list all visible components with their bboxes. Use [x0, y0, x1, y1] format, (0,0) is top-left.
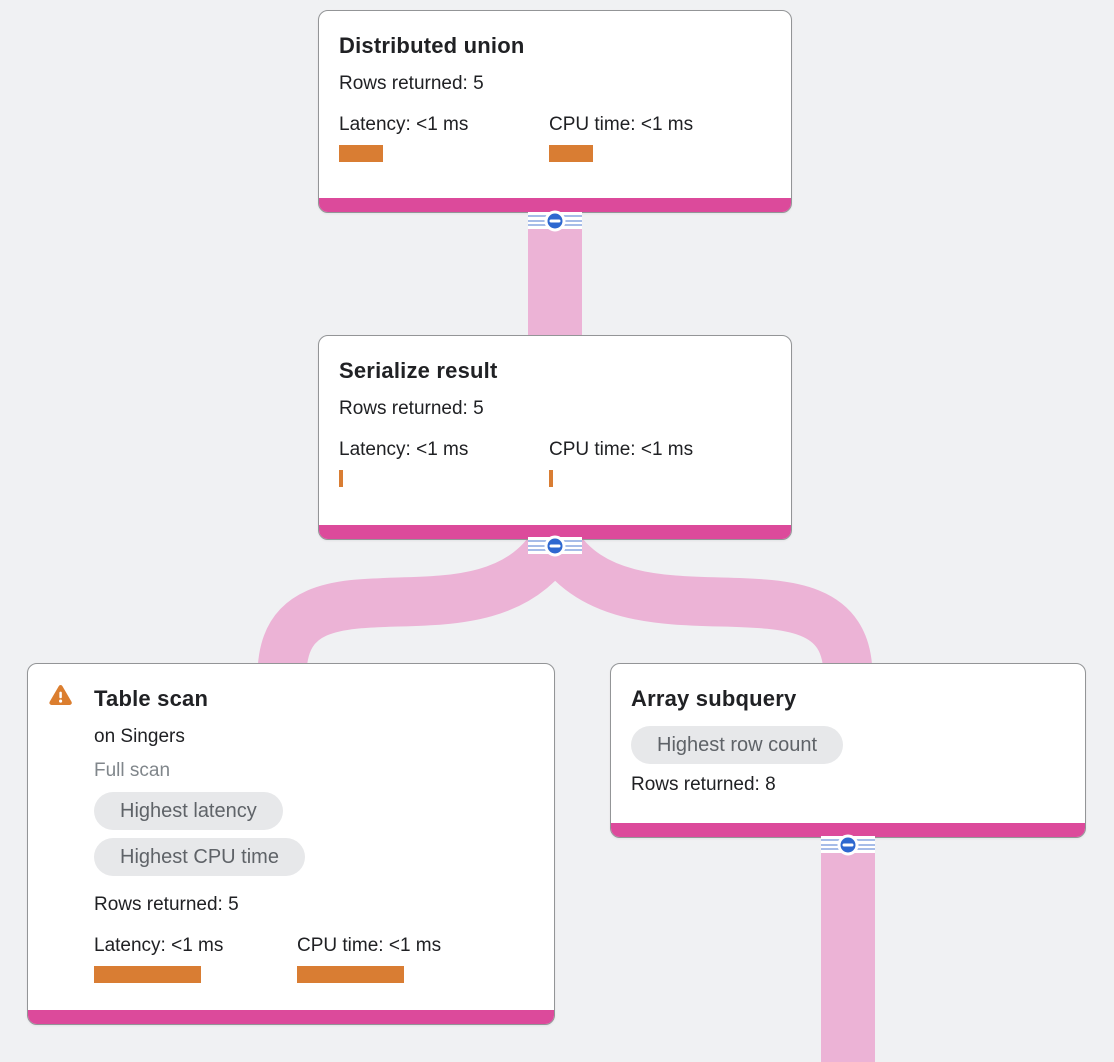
node-title: Table scan — [94, 686, 209, 711]
edge-serialize-result-to-array-subquery — [534, 527, 873, 678]
rows-returned-text: Rows returned: 5 — [94, 894, 239, 915]
rows-returned-text: Rows returned: 8 — [631, 774, 776, 795]
plan-node-array-subquery[interactable]: Array subquery Highest row count Rows re… — [610, 663, 1086, 838]
node-title: Array subquery — [631, 686, 797, 711]
latency-bar — [339, 470, 343, 487]
plan-node-table-scan[interactable]: Table scan on Singers Full scan Highest … — [27, 663, 555, 1025]
latency-label: Latency: <1 ms — [94, 935, 224, 956]
cpu-time-metric: CPU time: <1 ms — [297, 935, 500, 983]
cpu-time-bar — [549, 470, 553, 487]
collapse-minus-icon — [544, 210, 566, 231]
latency-bar — [94, 966, 201, 983]
latency-metric: Latency: <1 ms — [339, 114, 549, 162]
cpu-time-label: CPU time: <1 ms — [549, 114, 694, 135]
collapse-button-distributed-union[interactable] — [528, 210, 582, 231]
minus-glyph — [842, 843, 854, 846]
plan-node-serialize-result[interactable]: Serialize result Rows returned: 5 Latenc… — [318, 335, 792, 540]
badge-list: Highest row count — [631, 726, 1065, 774]
collapse-button-serialize-result[interactable] — [528, 535, 582, 556]
cpu-time-label: CPU time: <1 ms — [297, 935, 442, 956]
badge-highest-cpu-time: Highest CPU time — [94, 838, 305, 876]
node-title: Serialize result — [339, 358, 498, 383]
badge-list: Highest latency Highest CPU time — [94, 792, 534, 884]
cpu-time-bar — [297, 966, 404, 983]
minus-glyph — [549, 544, 561, 547]
badge-highest-latency: Highest latency — [94, 792, 283, 830]
latency-metric: Latency: <1 ms — [94, 935, 297, 983]
cpu-time-bar — [549, 145, 593, 162]
edge-array-subquery-to-child — [821, 838, 875, 1062]
latency-label: Latency: <1 ms — [339, 114, 469, 135]
latency-bar — [339, 145, 383, 162]
cpu-time-label: CPU time: <1 ms — [549, 439, 694, 460]
node-accent-bar — [319, 525, 791, 539]
cpu-time-metric: CPU time: <1 ms — [549, 114, 759, 162]
node-accent-bar — [28, 1010, 554, 1024]
collapse-minus-icon — [837, 834, 859, 855]
latency-label: Latency: <1 ms — [339, 439, 469, 460]
node-accent-bar — [319, 198, 791, 212]
cpu-time-metric: CPU time: <1 ms — [549, 439, 759, 487]
warning-triangle-icon — [49, 685, 72, 705]
node-title: Distributed union — [339, 33, 525, 58]
node-note: Full scan — [94, 760, 171, 781]
node-accent-bar — [611, 823, 1085, 837]
minus-glyph — [549, 219, 561, 222]
collapse-minus-icon — [544, 535, 566, 556]
latency-metric: Latency: <1 ms — [339, 439, 549, 487]
warning-column — [48, 685, 94, 983]
collapse-button-array-subquery[interactable] — [821, 834, 875, 855]
plan-node-distributed-union[interactable]: Distributed union Rows returned: 5 Laten… — [318, 10, 792, 213]
edge-serialize-result-to-table-scan — [257, 527, 576, 678]
badge-highest-row-count: Highest row count — [631, 726, 844, 764]
rows-returned-text: Rows returned: 5 — [339, 398, 484, 419]
node-subtitle: on Singers — [94, 726, 185, 747]
rows-returned-text: Rows returned: 5 — [339, 73, 484, 94]
